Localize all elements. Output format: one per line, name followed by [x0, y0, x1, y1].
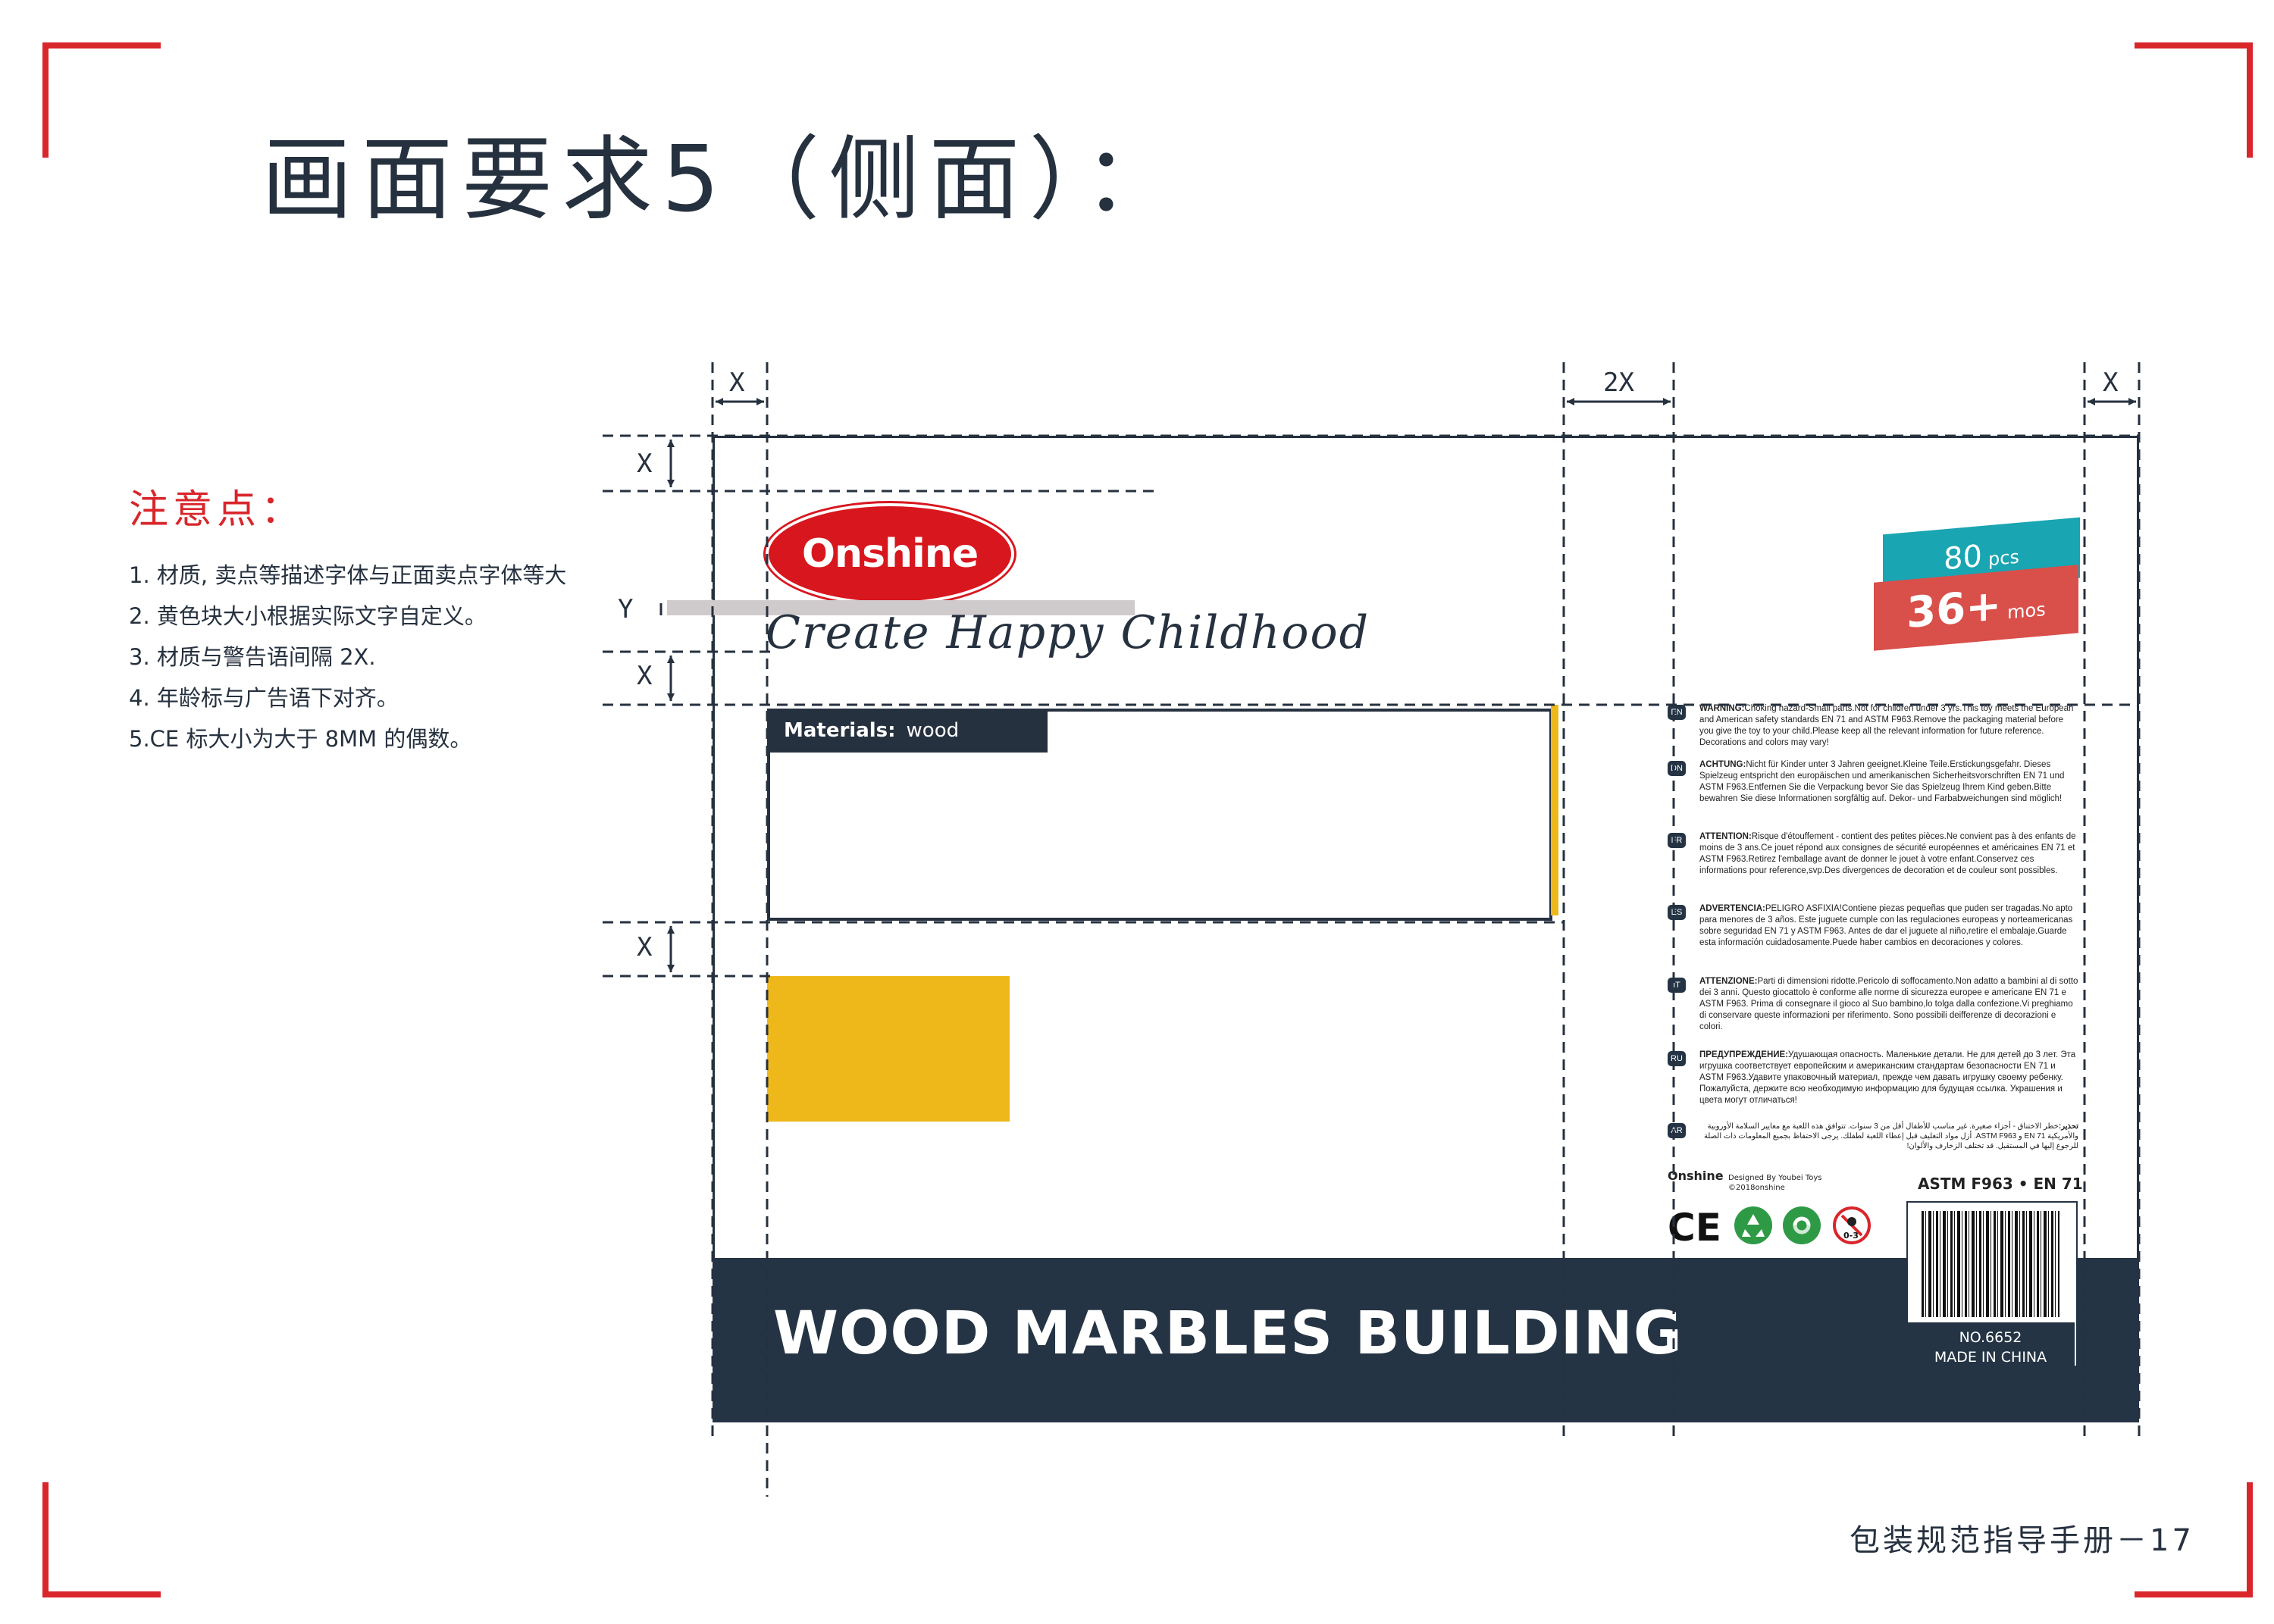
dimension-label: X — [729, 368, 745, 398]
warning-heading: WARNING: — [1699, 704, 1745, 713]
warning-heading: تحذير: — [2058, 1122, 2078, 1131]
materials-key: Materials: — [784, 719, 896, 742]
note-item: 4. 年龄标与广告语下对齐。 — [129, 685, 399, 711]
note-item: 1. 材质, 卖点等描述字体与正面卖点字体等大 — [129, 562, 567, 588]
standards-text: ASTM F963 • EN 71 — [1918, 1175, 2083, 1193]
warning-heading: ATTENTION: — [1699, 832, 1752, 841]
dimension-label: X — [2103, 368, 2119, 398]
item-number: NO.6652 — [1959, 1329, 2022, 1346]
made-in: MADE IN CHINA — [1934, 1349, 2047, 1366]
designed-by: Designed By Youbei Toys — [1728, 1174, 1822, 1182]
corner-mark-bottom-right — [2135, 1482, 2253, 1597]
warning-text: Risque d'étouffement - contient des peti… — [1699, 832, 2076, 875]
warning-heading: ПРЕДУПРЕЖДЕНИЕ: — [1699, 1050, 1789, 1059]
language-tag: IT — [1668, 978, 1686, 993]
corner-mark-top-right — [2135, 42, 2253, 158]
barcode-caption-bg — [1906, 1322, 2075, 1368]
product-name-band — [713, 1258, 2139, 1422]
warning-text: PELIGRO ASFIXIA!Contiene piezas pequeñas… — [1699, 904, 2073, 947]
warning-es: ES ADVERTENCIA:PELIGRO ASFIXIA!Contiene … — [1668, 903, 2077, 970]
copyright: ©2018onshine — [1728, 1184, 1785, 1192]
ce-mark-icon: CE — [1668, 1206, 1721, 1250]
product-name: WOOD MARBLES BUILDING — [773, 1300, 1683, 1368]
dimension-label: X — [637, 449, 653, 479]
brand-credit: Designed By Youbei Toys ©2018onshine — [1728, 1173, 1822, 1193]
warning-text: Choking hazard-Small parts.Not for child… — [1699, 704, 2074, 747]
note-item: 3. 材质与警告语间隔 2X. — [129, 644, 376, 670]
materials-label: Materials: wood — [767, 709, 1048, 753]
dimension-label: X — [637, 932, 653, 962]
notes-list: 1. 材质, 卖点等描述字体与正面卖点字体等大 2. 黄色块大小根据实际文字自定… — [129, 555, 576, 759]
warning-ru: RU ПРЕДУПРЕЖДЕНИЕ:Удушающая опасность. М… — [1668, 1050, 2077, 1107]
notes-heading: 注意点： — [129, 487, 305, 533]
warning-heading: ADVERTENCIA: — [1699, 904, 1765, 913]
yellow-info-block — [767, 976, 1010, 1122]
note-item: 2. 黄色块大小根据实际文字自定义。 — [129, 603, 487, 629]
warning-fr: FR ATTENTION:Risque d'étouffement - cont… — [1668, 831, 2077, 898]
slogan: Create Happy Childhood — [766, 606, 1370, 659]
logo-text: Onshine — [801, 531, 979, 577]
warning-text: Nicht für Kinder unter 3 Jahren geeignet… — [1699, 760, 2065, 803]
warning-text: خطر الاختناق - أجزاء صغيرة. غير مناسب لل… — [1703, 1122, 2078, 1150]
dimension-label: Y — [618, 594, 634, 624]
page-title: 画面要求5（侧面）： — [262, 127, 1184, 233]
dimension-label: X — [637, 661, 653, 691]
page-footer: 包装规范指导手册－17 — [1850, 1523, 2194, 1558]
corner-mark-top-left — [42, 42, 161, 158]
dimension-label: 2X — [1603, 368, 1634, 398]
corner-mark-bottom-left — [42, 1482, 161, 1597]
age-restriction-label: 0-3 — [1843, 1231, 1859, 1241]
materials-value: wood — [906, 719, 960, 742]
spacing-guide-bar — [667, 600, 1135, 615]
language-tag: ES — [1668, 905, 1686, 920]
warning-de: DN ACHTUNG:Nicht für Kinder unter 3 Jahr… — [1668, 759, 2077, 826]
warning-text: Удушающая опасность. Маленькие детали. Н… — [1699, 1050, 2076, 1105]
warning-heading: ACHTUNG: — [1699, 760, 1746, 769]
warning-text: Parti di dimensioni ridotte.Pericolo di … — [1699, 977, 2078, 1031]
warning-ar: AR تحذير:خطر الاختناق - أجزاء صغيرة. غير… — [1668, 1122, 2078, 1158]
brand-mark-small: Onshine — [1668, 1169, 1724, 1183]
warning-en: EN WARNING:Choking hazard-Small parts.No… — [1668, 703, 2077, 756]
recycle-icon — [1734, 1206, 1772, 1244]
barcode-caption: NO.6652 MADE IN CHINA — [1906, 1328, 2075, 1367]
warning-it: IT ATTENZIONE:Parti di dimensioni ridott… — [1668, 976, 2078, 1043]
age-warning-icon: 0-3 — [1833, 1206, 1871, 1244]
warning-heading: ATTENZIONE: — [1699, 977, 1758, 986]
note-item: 5.CE 标大小为大于 8MM 的偶数。 — [129, 726, 472, 752]
green-dot-icon — [1783, 1206, 1821, 1244]
materials-box-accent — [1551, 705, 1558, 915]
barcode — [1922, 1211, 2059, 1317]
